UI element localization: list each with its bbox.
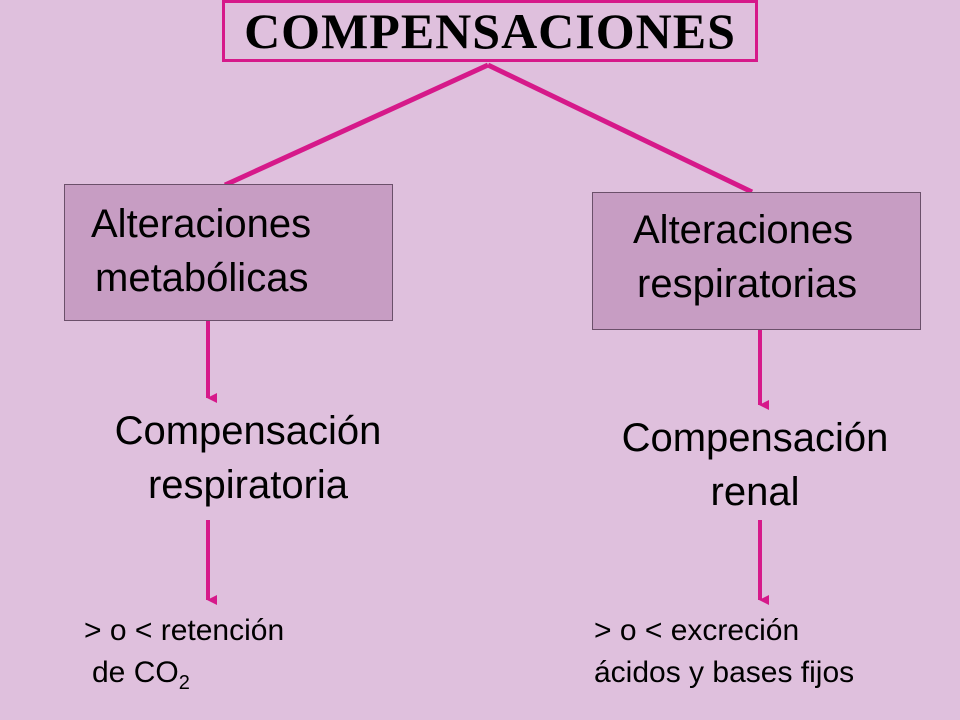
effect-line-1: > o < retención [84, 614, 285, 647]
connector-title-to-left [223, 62, 490, 188]
acid-base-excretion-effect: > o < excreción ácidos y bases fijos [594, 610, 854, 694]
metabolic-alterations-box: Alteraciones metabólicas [64, 184, 393, 321]
box-label-line-2: metabólicas [95, 256, 309, 300]
diagram-title: COMPENSACIONES [244, 3, 736, 59]
renal-compensation-label: Compensación renal [585, 411, 925, 519]
title-box: COMPENSACIONES [222, 0, 758, 62]
compensation-line-1: Compensación [114, 409, 382, 453]
compensation-line-2: respiratoria [147, 463, 349, 507]
compensation-line-1: Compensación [621, 416, 889, 460]
respiratory-alterations-box: Alteraciones respiratorias [592, 192, 921, 330]
effect-line-2-text: de CO [92, 656, 179, 689]
box-label-line-1: Alteraciones [633, 208, 854, 252]
co2-retention-effect: > o < retención de CO2 [84, 610, 284, 704]
respiratory-compensation-label: Compensación respiratoria [78, 404, 418, 512]
effect-line-2: de CO2 [84, 652, 284, 704]
connector-title-to-right [486, 62, 754, 195]
compensation-line-2: renal [710, 470, 800, 514]
box-label-line-2: respiratorias [637, 262, 858, 306]
effect-line-1: > o < excreción [594, 614, 800, 647]
effect-line-2: ácidos y bases fijos [594, 656, 855, 689]
co2-subscript: 2 [178, 672, 190, 694]
box-label-line-1: Alteraciones [91, 202, 312, 246]
